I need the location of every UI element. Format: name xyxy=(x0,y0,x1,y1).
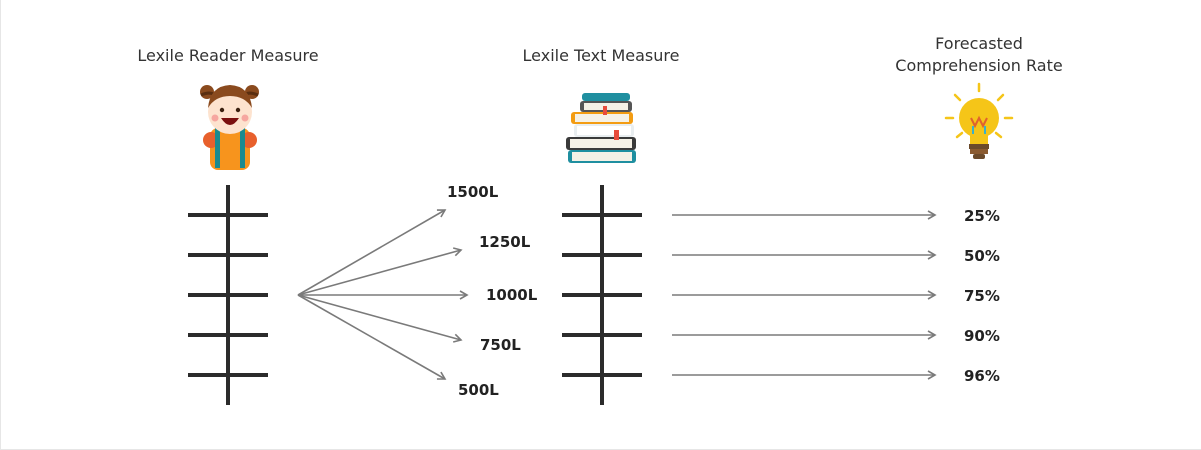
rate-label: 50% xyxy=(964,247,1000,265)
reader-measure-title: Lexile Reader Measure xyxy=(137,46,319,65)
text-measure-label: 500L xyxy=(458,381,499,399)
rate-label: 96% xyxy=(964,367,1000,385)
rate-label: 25% xyxy=(964,207,1000,225)
text-scale xyxy=(562,185,642,405)
arrow-to-500l xyxy=(297,294,447,380)
text-measure-title: Lexile Text Measure xyxy=(522,46,680,65)
rate-label: 90% xyxy=(964,327,1000,345)
arrow-to-1250l xyxy=(297,247,463,296)
arrow-to-1500l xyxy=(297,209,447,296)
text-measure-label: 1000L xyxy=(486,286,538,304)
arrow-to-750l xyxy=(297,294,463,343)
text-measure-label: 1250L xyxy=(479,233,531,251)
text-measure-label: 1500L xyxy=(447,183,499,201)
text-measure-label: 750L xyxy=(480,336,521,354)
reader-scale xyxy=(188,185,268,405)
forecast-title: Forecasted Comprehension Rate xyxy=(895,34,1063,75)
rate-label: 75% xyxy=(964,287,1000,305)
rate-arrows xyxy=(672,210,937,380)
girl-icon xyxy=(200,85,259,170)
books-icon xyxy=(566,93,636,163)
lightbulb-icon xyxy=(944,82,1014,159)
reader-fan-arrows xyxy=(297,209,469,380)
